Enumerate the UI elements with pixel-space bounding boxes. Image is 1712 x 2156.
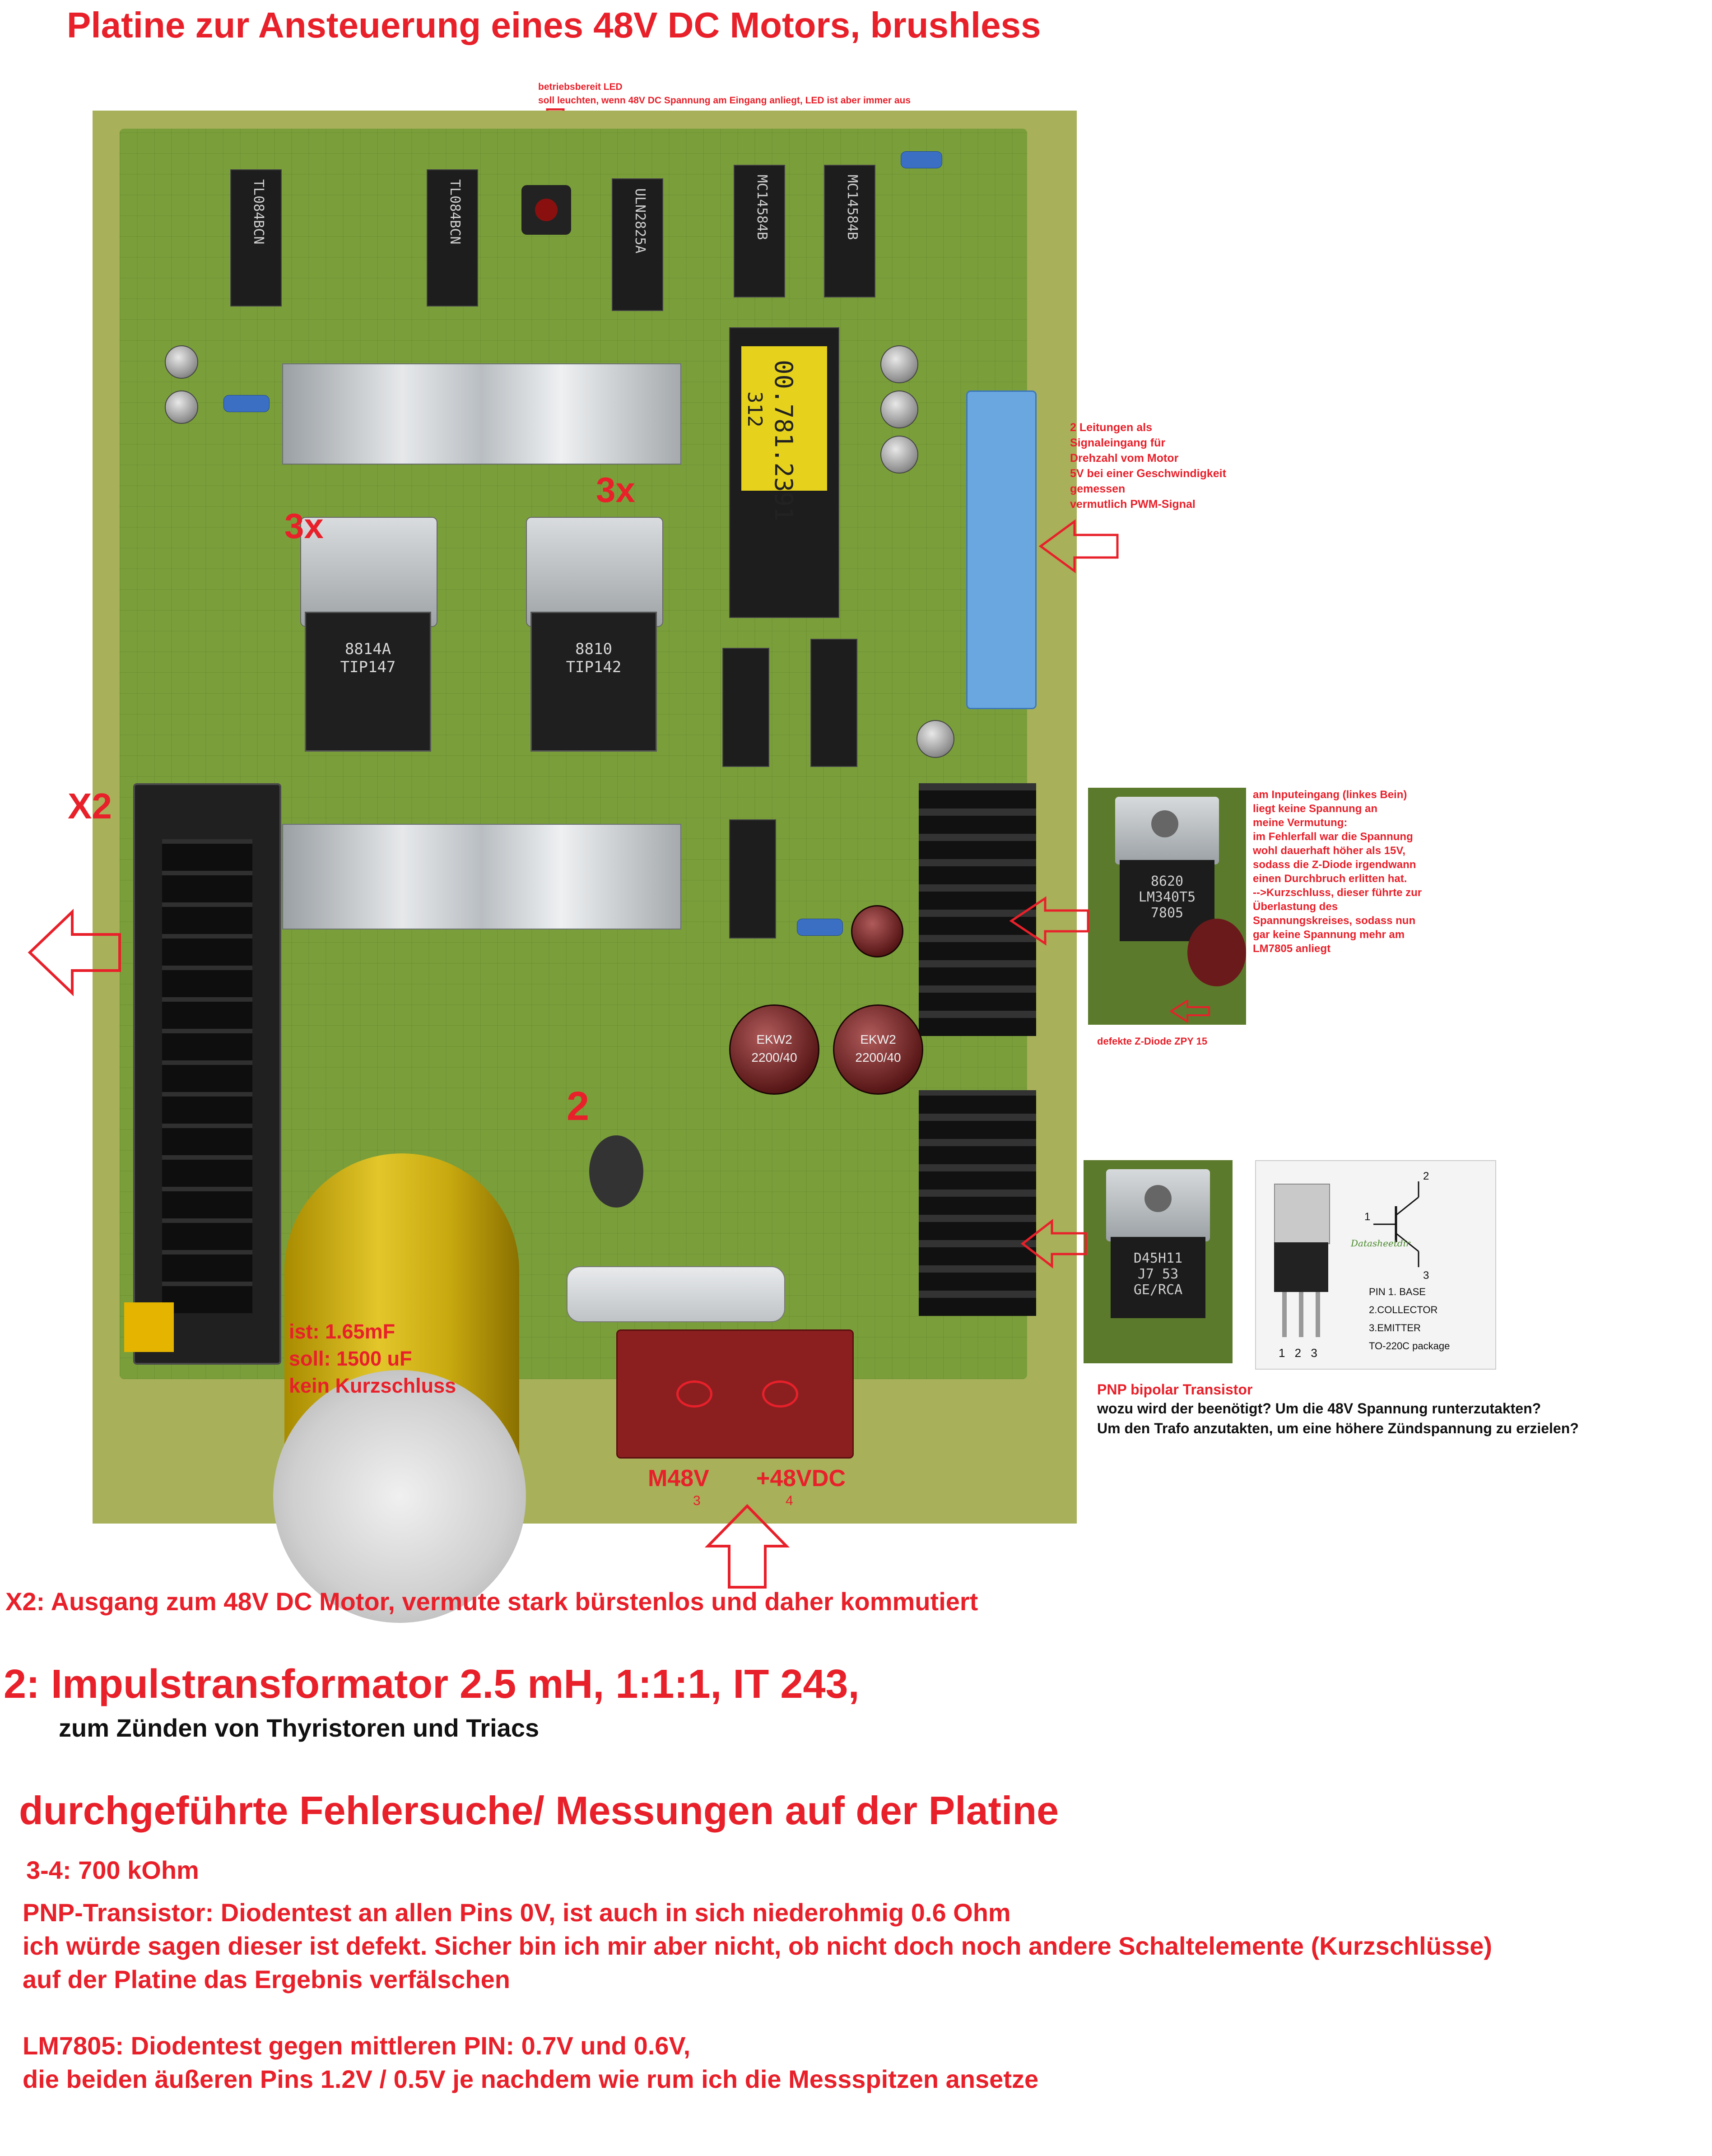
black-heatsink-lower (919, 1090, 1036, 1316)
ic-mid-3 (729, 819, 776, 939)
capacitor (880, 390, 918, 428)
page-title: Platine zur Ansteuerung eines 48V DC Mot… (67, 5, 1041, 45)
resistor (797, 919, 843, 936)
power-connector (616, 1329, 854, 1459)
package-pin-3: 3 (1423, 1269, 1429, 1282)
tip147-transistor: 8814A TIP147 (305, 612, 431, 752)
signal-arrow-icon (1038, 519, 1120, 573)
pnp-description: wozu wird der beenötigt? Um die 48V Span… (1097, 1400, 1579, 1436)
led-note: betriebsbereit LED soll leuchten, wenn 4… (538, 82, 911, 106)
fuse (567, 1266, 785, 1322)
impuls-subheading: zum Zünden von Thyristoren und Triacs (59, 1714, 540, 1742)
up-arrow-icon (704, 1503, 790, 1589)
measurement-3-4: 3-4: 700 kOhm (26, 1856, 199, 1884)
x2-description: X2: Ausgang zum 48V DC Motor, vermute st… (5, 1587, 978, 1616)
x2-connector (133, 783, 281, 1365)
two-label: 2 (567, 1084, 590, 1129)
package-pins: 1 2 3 (1279, 1346, 1317, 1360)
ic-label: ULN2825A (632, 188, 648, 254)
capacitor-note: ist: 1.65mF soll: 1500 uF kein Kurzschlu… (289, 1320, 456, 1397)
pcb-photo: TL084BCN TL084BCN ULN2825A MC14584B MC14… (93, 111, 1077, 1623)
datasheet-watermark: Datasheetdir (1351, 1238, 1410, 1249)
ic-tl084-left: TL084BCN (230, 169, 282, 307)
input-note: am Inputeingang (linkes Bein) liegt kein… (1253, 789, 1422, 955)
ic-label: MC14584B (754, 175, 770, 240)
to220-diagram: 1 2 3 2 1 3 Datasheetdir PIN 1. BASE 2.C… (1255, 1160, 1496, 1370)
measurement-lm7805: LM7805: Diodentest gegen mittleren PIN: … (23, 2031, 1039, 2093)
pnp-symbol-icon (1373, 1181, 1419, 1267)
ic-uln2825: ULN2825A (612, 178, 663, 311)
ic-tl084-right: TL084BCN (427, 169, 478, 307)
impuls-heading: 2: Impulstransformator 2.5 mH, 1:1:1, IT… (4, 1662, 860, 1707)
electrolytic-capacitor-2: EKW2 2200/40 (833, 1004, 923, 1095)
ic-mid-1 (722, 648, 769, 767)
signal-note: 2 Leitungen als Signaleingang für Drehza… (1070, 421, 1226, 511)
status-led (521, 185, 571, 235)
ic-label: TL084BCN (251, 179, 266, 245)
resistor (223, 395, 270, 412)
signal-connector (966, 390, 1037, 709)
pnp-arrow-icon (1020, 1219, 1088, 1269)
black-heatsink-upper (919, 783, 1036, 1036)
measurement-pnp: PNP-Transistor: Diodentest an allen Pins… (23, 1898, 1493, 1993)
ic-mc14584-b: MC14584B (824, 165, 875, 297)
zdiode-arrow-icon (1169, 1000, 1210, 1022)
electrolytic-capacitor-small (851, 905, 903, 957)
pnp-title: PNP bipolar Transistor (1097, 1381, 1253, 1398)
pcb-board (120, 129, 1027, 1379)
zdiode-note: defekte Z-Diode ZPY 15 (1097, 1036, 1208, 1047)
tip147-tab (300, 517, 437, 627)
eprom-sub-label: 312 (743, 391, 766, 427)
tip142-transistor: 8810 TIP142 (530, 612, 657, 752)
package-pin-1: 1 (1364, 1211, 1371, 1223)
ic-label: MC14584B (844, 175, 860, 240)
eprom-label: 00.781.2391 (769, 360, 798, 521)
ic-mid-2 (810, 639, 857, 767)
m48v-label: M48V (648, 1465, 709, 1492)
three-x-left-label: 3x (284, 506, 324, 546)
capacitor (165, 390, 198, 424)
esd-warning-icon (124, 1302, 174, 1352)
package-pin-2: 2 (1423, 1170, 1429, 1182)
m48v-pin-label: 3 (693, 1493, 701, 1508)
eprom-chip: 00.781.2391 312 (729, 327, 839, 618)
package-pin-note: PIN 1. BASE 2.COLLECTOR 3.EMITTER TO-220… (1369, 1286, 1450, 1352)
tip142-tab (526, 517, 663, 627)
heatsink-bottom (282, 824, 681, 929)
heatsink-top (282, 363, 681, 465)
electrolytic-capacitor-1: EKW2 2200/40 (729, 1004, 819, 1095)
main-capacitor-top (273, 1370, 526, 1623)
left-arrow-icon (27, 907, 122, 998)
pnp-label: D45H11 J7 53 GE/RCA (1111, 1237, 1205, 1318)
lm7805-photo: 8620 LM340T5 7805 (1088, 788, 1246, 1025)
ic-mc14584-a: MC14584B (734, 165, 785, 297)
resistor (901, 151, 942, 168)
capacitor (916, 720, 954, 758)
capacitor (880, 345, 918, 383)
lm7805-arrow-icon (1009, 896, 1090, 946)
x2-label: X2 (68, 786, 112, 826)
measurements-heading: durchgeführte Fehlersuche/ Messungen auf… (19, 1788, 1059, 1833)
impulse-transformer (589, 1135, 643, 1208)
plus48vdc-pin-label: 4 (786, 1493, 793, 1508)
plus48vdc-label: +48VDC (756, 1465, 846, 1492)
pnp-photo: D45H11 J7 53 GE/RCA (1084, 1160, 1233, 1363)
capacitor (165, 345, 198, 379)
ic-label: TL084BCN (447, 179, 463, 245)
capacitor (880, 436, 918, 474)
three-x-right-label: 3x (596, 470, 635, 510)
